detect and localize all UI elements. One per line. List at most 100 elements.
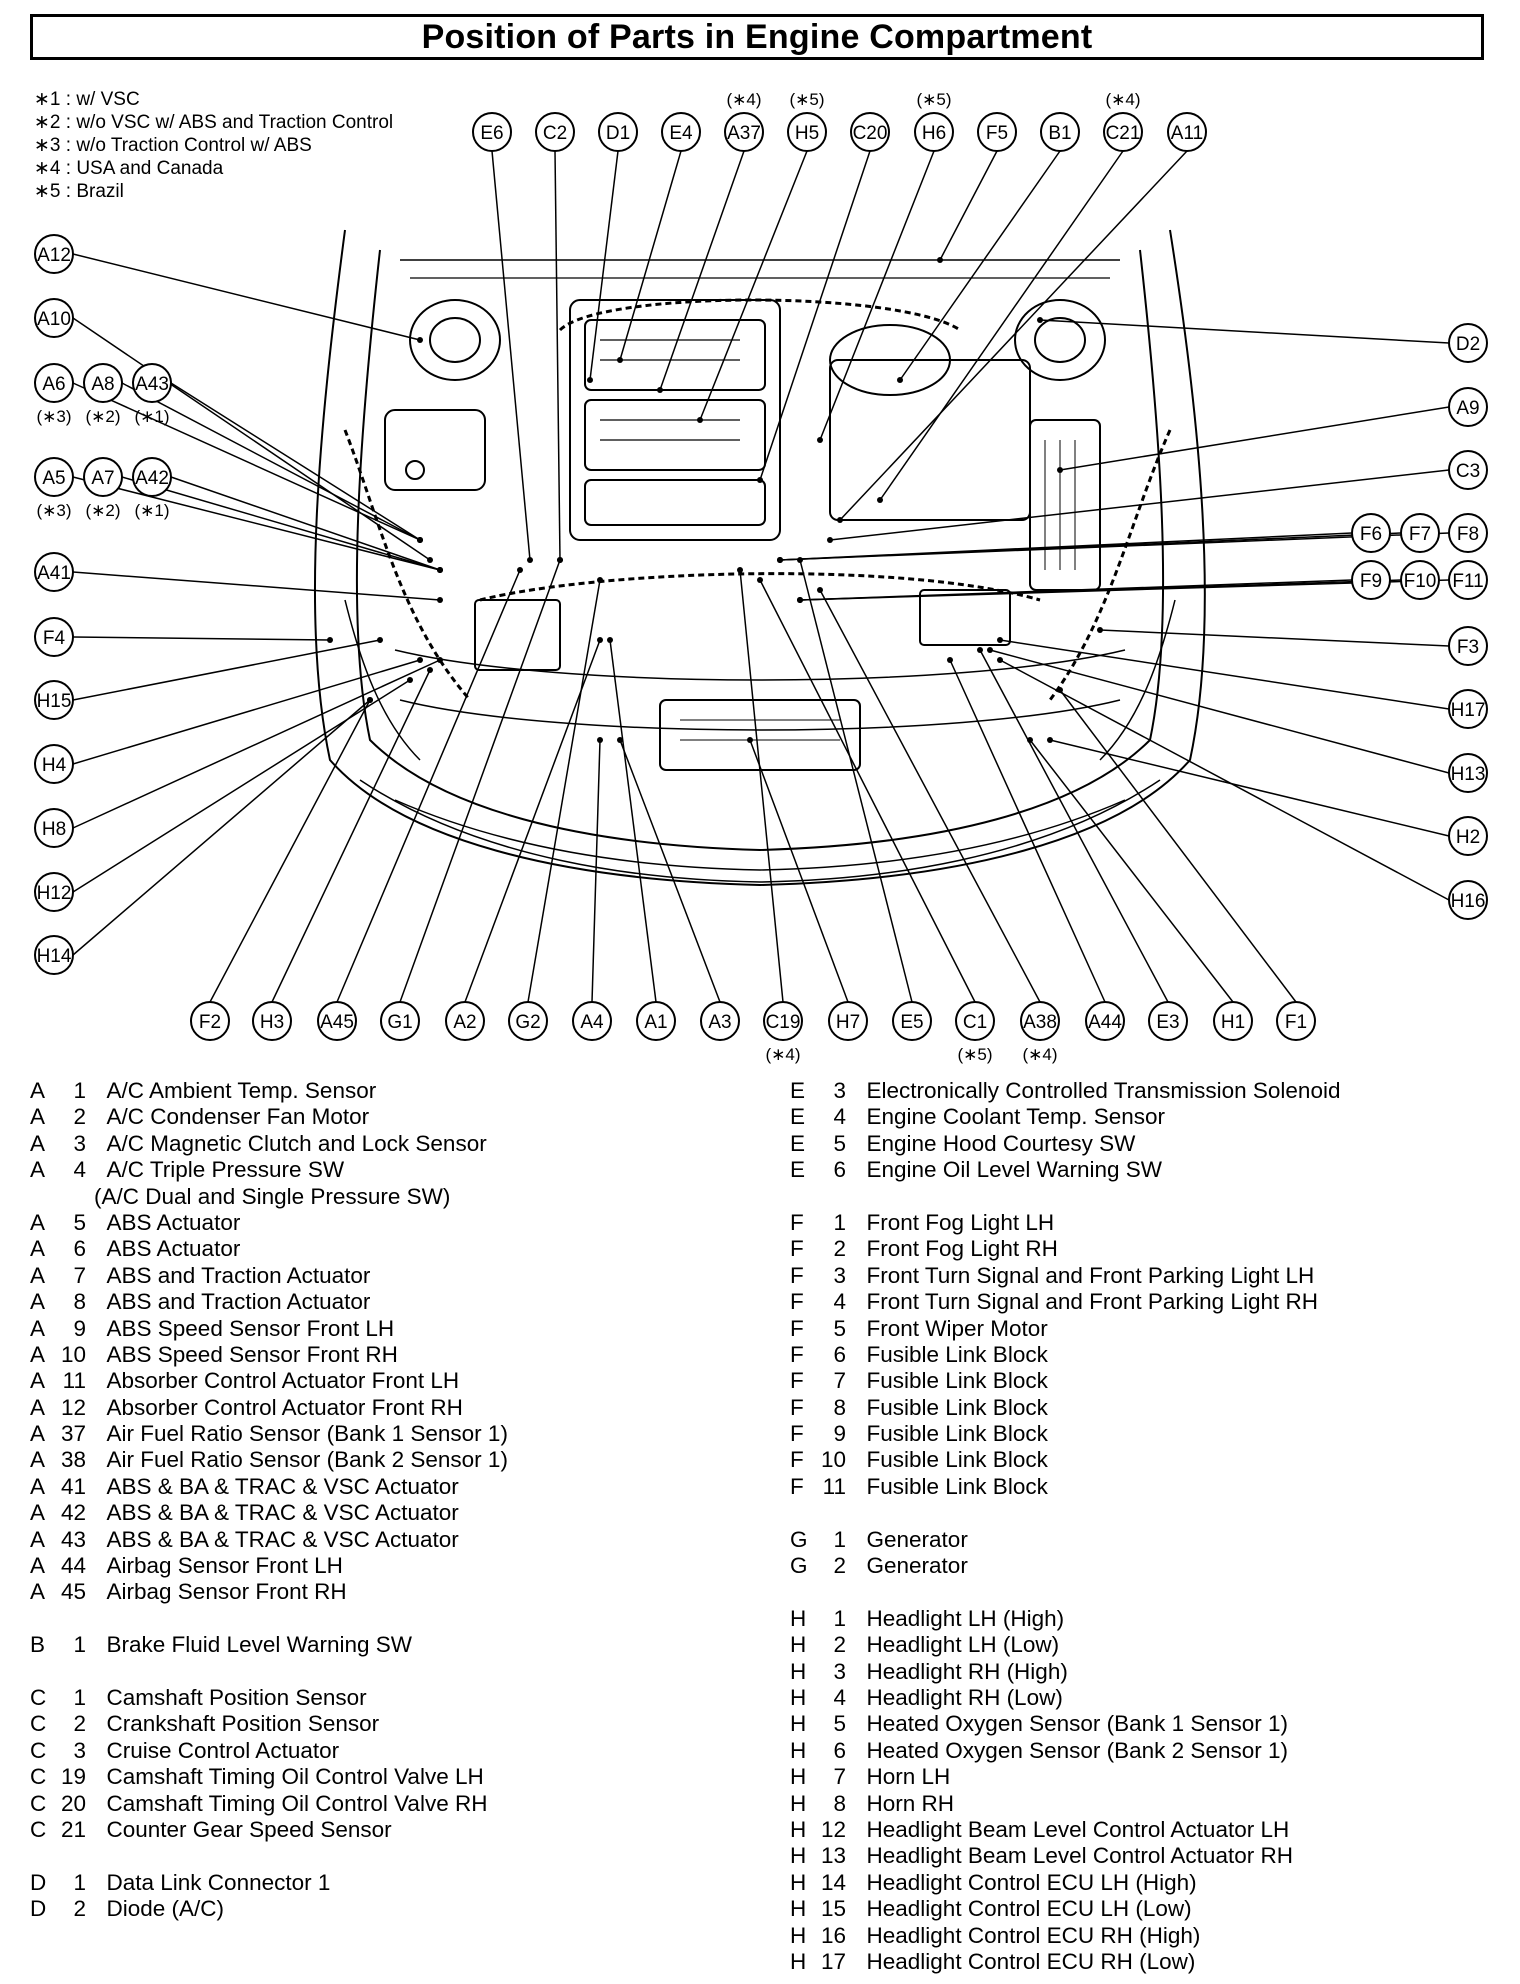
- legend-code-letter: H: [790, 1816, 807, 1842]
- legend-description: Crankshaft Position Sensor: [94, 1711, 380, 1737]
- legend-code-number: 5: [833, 1130, 846, 1156]
- legend-code-number: 17: [820, 1948, 846, 1974]
- callout-a12: A12: [34, 234, 74, 274]
- legend-code-number: 6: [833, 1341, 846, 1367]
- connector-point-a44: [947, 657, 953, 663]
- callout-h1: H1: [1213, 1001, 1253, 1041]
- legend-code-number: 3: [73, 1737, 86, 1763]
- callout-f2: F2: [190, 1001, 230, 1041]
- connector-point-d2: [1037, 317, 1043, 323]
- connector-point-f1: [1057, 687, 1063, 693]
- callout-circle: [34, 298, 74, 338]
- legend-description: Horn LH: [854, 1764, 951, 1790]
- callout-f4: F4: [34, 617, 74, 657]
- callout-circle: [132, 363, 172, 403]
- leader-line-f2: [209, 699, 371, 1003]
- leader-line-d1: [589, 150, 619, 381]
- leader-line-f1: [1059, 689, 1297, 1003]
- callout-circle: [472, 112, 512, 152]
- leader-line-h8: [72, 659, 441, 829]
- legend-code-letter: F: [790, 1289, 804, 1315]
- callout-h8: H8: [34, 808, 74, 848]
- leader-line-h15: [72, 639, 381, 701]
- legend-code-number: 4: [833, 1289, 846, 1315]
- legend-code-letter: A: [30, 1500, 46, 1526]
- callout-label: A43: [135, 374, 169, 395]
- legend-code-letter: F: [790, 1315, 804, 1341]
- footnote-3: ∗3 : w/o Traction Control w/ ABS: [34, 135, 312, 156]
- callout-label: A42: [135, 468, 169, 489]
- legend-description: Fusible Link Block: [854, 1341, 1048, 1367]
- legend-code-number: 4: [833, 1684, 846, 1710]
- leader-line-a11: [839, 150, 1188, 521]
- leader-line-a5: [72, 476, 441, 571]
- legend-description: Absorber Control Actuator Front LH: [94, 1368, 460, 1394]
- connector-point-h17: [997, 637, 1003, 643]
- leader-line-a3: [619, 739, 721, 1003]
- footnote-2: ∗2 : w/o VSC w/ ABS and Traction Control: [34, 112, 394, 133]
- callout-circle: [1351, 513, 1391, 553]
- callout-a11: A11: [1167, 112, 1207, 152]
- legend-description: ABS Actuator: [94, 1209, 241, 1235]
- callout-e6: E6: [472, 112, 512, 152]
- legend-code-letter: A: [30, 1341, 46, 1367]
- legend-description: ABS & BA & TRAC & VSC Actuator: [94, 1526, 459, 1552]
- callout-circle: [661, 112, 701, 152]
- connector-point-f4: [327, 637, 333, 643]
- leader-line-a10: [72, 317, 431, 561]
- callout-note: (∗4): [1105, 90, 1140, 109]
- legend-code-letter: A: [30, 1078, 46, 1103]
- legend-description: Headlight Control ECU RH (Low): [854, 1948, 1196, 1974]
- leader-line-c21: [879, 150, 1124, 501]
- callout-circle: [598, 112, 638, 152]
- callout-circle: [83, 363, 123, 403]
- legend-description: Cruise Control Actuator: [94, 1737, 340, 1763]
- legend-code-number: 1: [73, 1684, 86, 1710]
- callout-circle: [34, 680, 74, 720]
- legend-code-letter: H: [790, 1737, 807, 1763]
- leader-line-a6: [72, 382, 421, 541]
- callout-label: F11: [1452, 571, 1483, 592]
- legend-code-number: 7: [73, 1262, 86, 1288]
- connector-point-h6: [817, 437, 823, 443]
- callout-circle: [700, 1001, 740, 1041]
- legend-code-letter: A: [30, 1209, 46, 1235]
- legend-description: Counter Gear Speed Sensor: [94, 1816, 392, 1842]
- legend-description: A/C Triple Pressure SW: [94, 1157, 345, 1183]
- callout-circle: [535, 112, 575, 152]
- legend-description: Front Turn Signal and Front Parking Ligh…: [854, 1262, 1315, 1288]
- callout-label: D2: [1456, 334, 1480, 355]
- callout-label: A4: [580, 1012, 604, 1033]
- callout-circle: [1213, 1001, 1253, 1041]
- leader-line-a7: [121, 476, 441, 571]
- legend-description: Air Fuel Ratio Sensor (Bank 2 Sensor 1): [94, 1447, 508, 1473]
- leader-line-h7: [749, 739, 849, 1003]
- legend-code-letter: F: [790, 1209, 804, 1235]
- legend-code-letter: H: [790, 1711, 807, 1737]
